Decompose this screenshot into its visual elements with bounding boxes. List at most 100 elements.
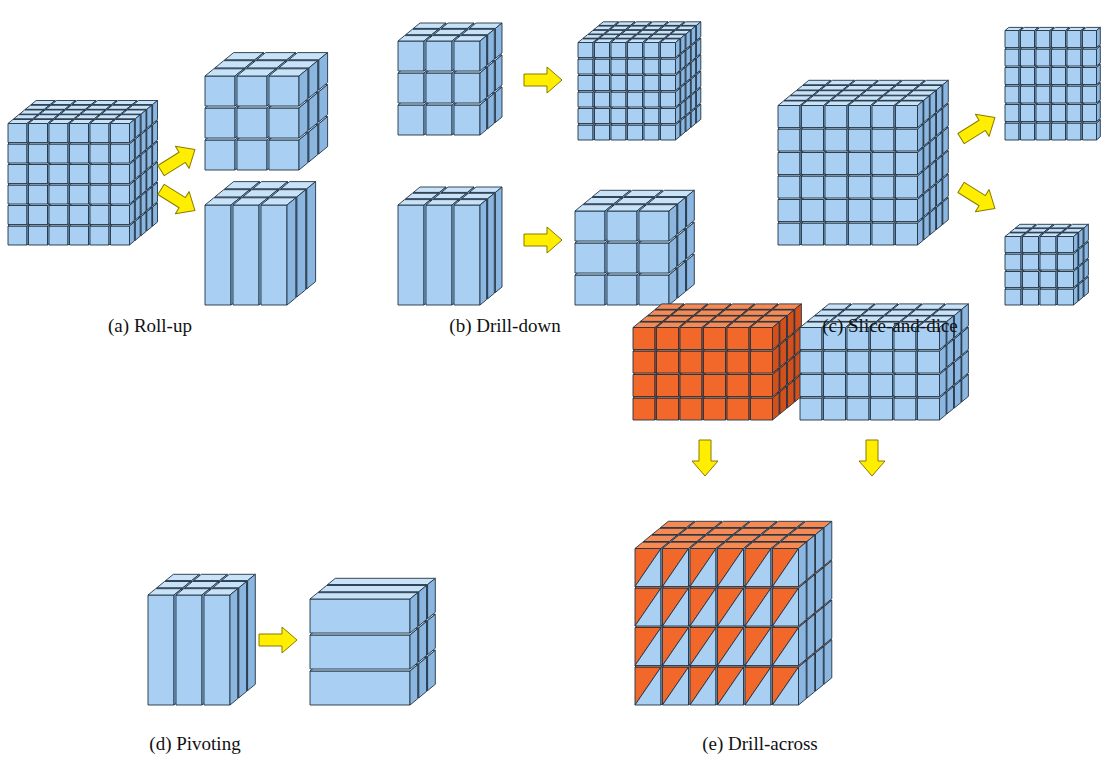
cell-face: [297, 190, 306, 297]
cell-face: [575, 275, 605, 305]
cell-face: [49, 226, 68, 245]
cell-face: [147, 105, 152, 128]
cell-face: [1052, 123, 1066, 140]
cell-face: [1052, 105, 1066, 122]
cell-face: [8, 144, 27, 163]
cell-face: [70, 165, 89, 184]
cell-face: [49, 185, 68, 204]
cell-face: [398, 41, 424, 71]
cell-face: [130, 160, 135, 183]
cell-face: [309, 93, 318, 130]
cell-face: [1083, 86, 1097, 103]
cell-face: [681, 117, 685, 136]
cell-face: [488, 93, 495, 128]
cell-face: [611, 125, 626, 140]
cell-face: [676, 72, 680, 91]
cell-face: [686, 30, 690, 49]
cell-face: [29, 226, 48, 245]
cell-face: [1036, 105, 1050, 122]
cell-face: [696, 55, 700, 74]
cell-face: [153, 142, 158, 165]
data-cube: [8, 101, 158, 246]
cell-face: [937, 180, 943, 207]
data-cube: [778, 80, 948, 245]
cell-face: [681, 35, 685, 54]
cell-face: [1021, 105, 1035, 122]
cell-face: [872, 223, 894, 245]
cell-face: [628, 59, 643, 74]
cell-face: [924, 213, 930, 240]
cell-face: [578, 92, 593, 107]
cell-face: [872, 106, 894, 128]
cell-face: [691, 76, 695, 95]
cell-face: [135, 217, 140, 240]
cell-face: [319, 53, 328, 90]
cell-face: [29, 185, 48, 204]
cell-face: [937, 133, 943, 160]
cell-face: [135, 115, 140, 138]
cell-face: [29, 124, 48, 143]
cell-face: [896, 223, 918, 245]
cell-face: [676, 121, 680, 140]
cell-face: [778, 153, 800, 175]
cell-face: [849, 223, 871, 245]
cell-face: [578, 76, 593, 91]
cell-face: [130, 222, 135, 245]
cell-face: [937, 86, 943, 113]
cell-face: [130, 140, 135, 163]
cell-face: [943, 80, 949, 107]
cell-face: [696, 38, 700, 57]
cell-face: [681, 68, 685, 87]
cell-face: [1036, 86, 1050, 103]
cell-face: [930, 185, 936, 212]
cell-face: [1097, 101, 1101, 121]
cell-face: [495, 55, 502, 90]
cell-face: [1021, 68, 1035, 85]
cell-face: [825, 176, 847, 198]
cell-face: [687, 254, 695, 290]
cell-face: [661, 43, 676, 58]
cell-face: [943, 104, 949, 131]
cell-face: [480, 68, 487, 103]
cell-face: [49, 206, 68, 225]
cell-face: [937, 203, 943, 230]
cell-face: [29, 165, 48, 184]
cell-face: [943, 127, 949, 154]
cell-face: [319, 85, 328, 122]
cell-face: [1005, 105, 1019, 122]
cell-face: [309, 61, 318, 98]
cell-face: [691, 59, 695, 78]
cell-face: [70, 185, 89, 204]
cell-face: [49, 165, 68, 184]
cell-face: [930, 91, 936, 118]
cell-face: [802, 176, 824, 198]
cell-face: [261, 205, 287, 305]
cell-face: [1021, 86, 1035, 103]
cell-face: [607, 211, 637, 241]
cell-face: [849, 106, 871, 128]
cell-face: [1067, 123, 1081, 140]
cell-face: [488, 193, 495, 298]
cell-face: [1005, 86, 1019, 103]
cell-face: [676, 39, 680, 58]
cell-face: [802, 106, 824, 128]
cell-face: [595, 59, 610, 74]
cell-face: [639, 275, 669, 305]
cell-face: [661, 109, 676, 124]
cell-face: [802, 223, 824, 245]
cell-face: [872, 176, 894, 198]
cell-face: [849, 129, 871, 151]
cell-face: [825, 153, 847, 175]
cell-face: [872, 129, 894, 151]
cell-face: [696, 104, 700, 123]
cell-face: [628, 43, 643, 58]
cell-face: [130, 120, 135, 143]
cell-face: [1005, 123, 1019, 140]
cell-face: [90, 165, 109, 184]
cell-face: [153, 121, 158, 144]
cell-face: [849, 153, 871, 175]
cell-face: [111, 124, 130, 143]
data-cube: [575, 190, 694, 305]
cell-face: [676, 105, 680, 124]
cell-face: [924, 119, 930, 146]
